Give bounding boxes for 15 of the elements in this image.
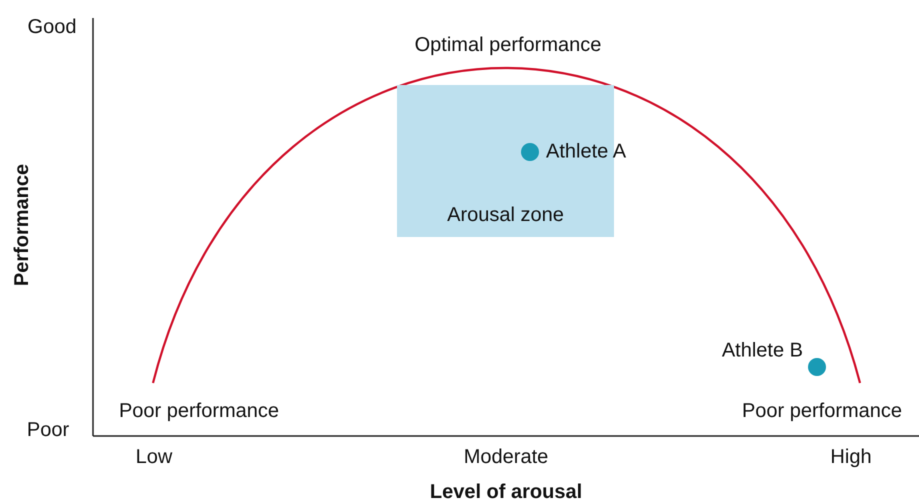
axis-label: Good xyxy=(28,16,76,38)
axis-title: Performance xyxy=(11,164,33,286)
data-point xyxy=(808,358,826,376)
athlete-label: Athlete B xyxy=(722,340,803,362)
axis-label: Low xyxy=(136,446,172,468)
axis-label: Optimal performance xyxy=(414,34,602,56)
axis-label: High xyxy=(830,446,872,468)
axis-label: Poor xyxy=(26,419,70,441)
axis-label: Poor performance xyxy=(742,400,902,422)
zone-label: Arousal zone xyxy=(446,204,565,227)
axis-label: Poor performance xyxy=(118,400,280,422)
data-point xyxy=(521,143,539,161)
axis-title: Level of arousal xyxy=(430,481,582,503)
axis-label: Moderate xyxy=(464,446,548,468)
athlete-label: Athlete A xyxy=(546,140,626,164)
